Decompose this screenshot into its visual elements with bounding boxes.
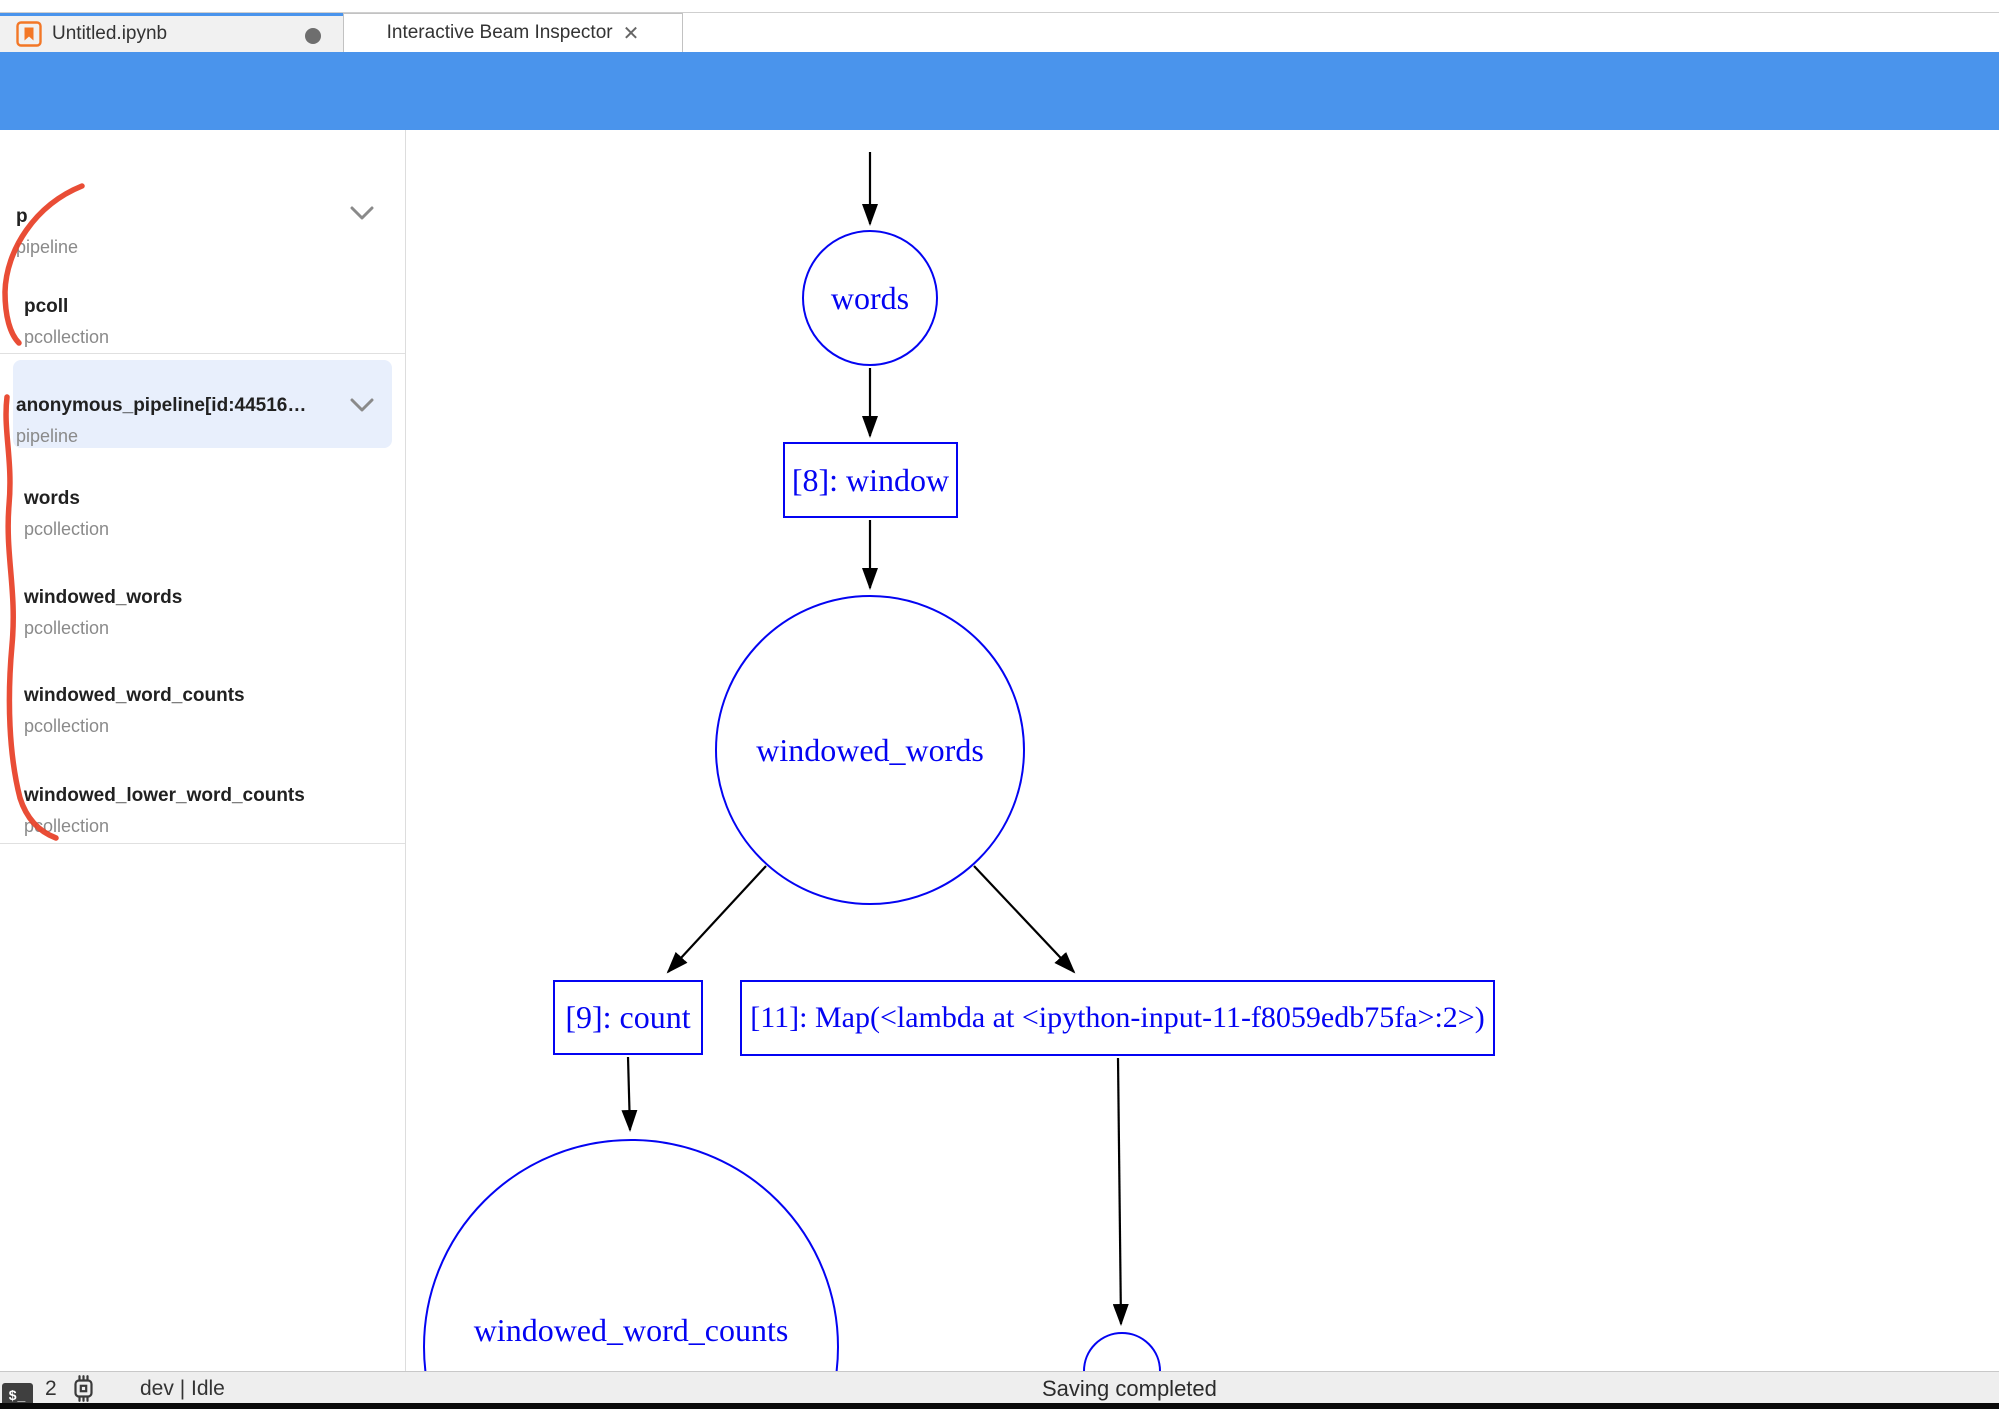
close-tab-icon[interactable]: ✕ [622,22,640,45]
debugger-chip-icon[interactable] [70,1375,97,1402]
tab-beam-inspector[interactable]: Interactive Beam Inspector ✕ [343,13,683,52]
sidebar-item-windowed-words[interactable]: windowed_words pcollection [24,587,183,638]
graph-node-windowed-words[interactable]: windowed_words [715,595,1025,905]
sidebar-item-words[interactable]: words pcollection [24,488,110,539]
tabbar-top-border [0,12,1999,13]
notebook-icon [16,21,42,47]
graph-node-words[interactable]: words [802,230,938,366]
inspectables-sidebar: p pipeline pcoll pcollection anonymous_p… [0,130,406,1371]
status-bar: $_ 2 dev | Idle Saving completed [0,1371,1999,1407]
sidebar-item-pcoll[interactable]: pcoll pcollection [24,296,110,347]
sidebar-list-bottom-border [0,843,405,844]
tab-inspector-label: Interactive Beam Inspector [386,22,613,43]
graph-node-windowed-word-counts-label: windowed_word_counts [473,1312,789,1348]
sidebar-item-anonymous-pipeline[interactable]: anonymous_pipeline[id:44516… pipeline [16,395,307,446]
chevron-down-icon[interactable] [350,206,374,220]
sidebar-item-windowed-word-counts[interactable]: windowed_word_counts pcollection [24,685,245,736]
tab-untitled-label: Untitled.ipynb [52,23,168,44]
terminal-count: 2 [45,1377,57,1400]
kernel-status-text[interactable]: dev | Idle [140,1377,225,1400]
inspector-header: Inspector [kernel:dev] [0,52,1999,159]
unsaved-changes-dot-icon[interactable] [305,28,321,44]
sidebar-item-p[interactable]: p pipeline [16,206,79,257]
pipeline-graph-canvas: words [8]: window windowed_words [9]: co… [0,130,1999,1371]
sidebar-item-windowed-lower-word-counts[interactable]: windowed_lower_word_counts pcollection [24,785,305,836]
graph-node-count-transform[interactable]: [9]: count [553,980,703,1055]
graph-node-window-transform[interactable]: [8]: window [783,442,958,518]
chevron-down-icon[interactable] [350,398,374,412]
sidebar-group-divider [0,353,405,354]
graph-edges [621,152,1129,1326]
selected-item-highlight [13,360,392,448]
tab-untitled-notebook[interactable]: Untitled.ipynb [0,13,343,52]
graph-node-map-transform[interactable]: [11]: Map(<lambda at <ipython-input-11-f… [740,980,1495,1056]
window-bottom-edge [0,1403,1999,1409]
save-status-message: Saving completed [1042,1376,1217,1401]
